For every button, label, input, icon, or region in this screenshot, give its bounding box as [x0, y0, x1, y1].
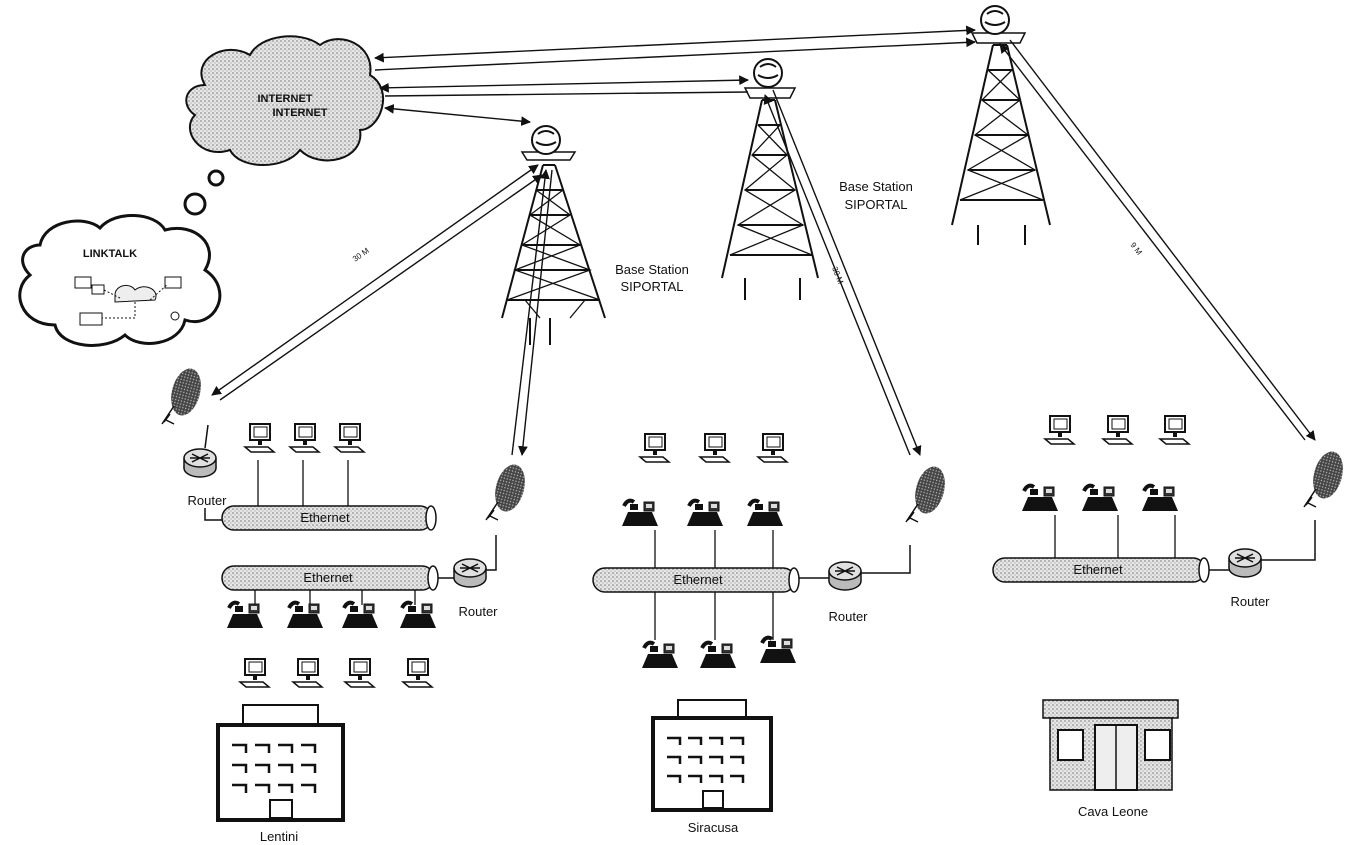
distance-label-cava-leone: 9 M [1128, 241, 1144, 257]
access-links [211, 39, 1316, 456]
base-station-name-2: SIPORTAL [844, 197, 907, 212]
internet-label-1: INTERNET [258, 93, 313, 105]
router-icon [453, 558, 487, 588]
ip-phone-icon [745, 498, 785, 528]
thought-bubble-small [207, 169, 225, 187]
satellite-dish-icon [905, 462, 951, 523]
siracusa-lan: Ethernet [592, 433, 800, 670]
tower-lentini-base-station [501, 125, 606, 345]
distance-label-lentini: 30 M [351, 246, 371, 264]
siracusa-ethernet-label: Ethernet [673, 572, 723, 587]
linktalk-title: LINKTALK [83, 248, 137, 260]
lentini-site-label: Lentini [260, 829, 298, 844]
lentini-building-icon [216, 704, 345, 822]
computer-icon [639, 433, 670, 463]
tower-siracusa-base-station [721, 58, 819, 300]
siracusa-building-icon [651, 699, 773, 812]
computer-icon [244, 423, 275, 453]
cava-leone-ethernet-label: Ethernet [1073, 562, 1123, 577]
satellite-dish-icon [1303, 447, 1347, 508]
computer-icon [1102, 415, 1133, 445]
cava-leone-house-icon [1042, 699, 1179, 791]
router-icon [828, 561, 862, 591]
ip-phone-icon [340, 600, 380, 630]
ip-phone-icon [1020, 483, 1060, 513]
ip-phone-icon [225, 600, 265, 630]
distance-label-siracusa: 30 M [830, 265, 845, 285]
ip-phone-icon [640, 640, 680, 670]
ip-phone-icon [698, 640, 738, 670]
linktalk-laptop-icon [79, 312, 103, 326]
lentini-top-lan: Ethernet [221, 423, 437, 531]
base-station-label-2: Base Station [839, 179, 913, 194]
lentini-ethernet-bottom-label: Ethernet [303, 570, 353, 585]
linktalk-mini-cloud-icon [114, 284, 157, 303]
linktalk-cloud: LINKTALK [18, 214, 222, 347]
computer-icon [344, 658, 375, 688]
base-station-name-1: SIPORTAL [620, 279, 683, 294]
computer-icon [334, 423, 365, 453]
ip-phone-icon [398, 600, 438, 630]
router-icon [183, 448, 217, 478]
linktalk-monitor-icon [74, 276, 92, 289]
lentini-router-top-label: Router [187, 493, 227, 508]
cava-leone-lan: Ethernet [992, 415, 1210, 583]
computer-icon [402, 658, 433, 688]
backhaul-links [374, 25, 976, 127]
ip-phone-icon [285, 600, 325, 630]
satellite-dish-icon [485, 460, 531, 521]
cava-leone-site-label: Cava Leone [1078, 804, 1148, 819]
cava-leone-router-label: Router [1230, 594, 1270, 609]
ip-phone-icon [620, 498, 660, 528]
linktalk-monitor-icon [91, 284, 105, 295]
computer-icon [699, 433, 730, 463]
base-station-label-1: Base Station [615, 262, 689, 277]
computer-icon [289, 423, 320, 453]
linktalk-monitor-icon [164, 276, 182, 289]
thought-bubble-large [183, 192, 207, 216]
lentini-router-bottom-label: Router [458, 604, 498, 619]
internet-label-2: INTERNET [273, 107, 328, 119]
computer-icon [1044, 415, 1075, 445]
router-icon [1228, 548, 1262, 578]
ip-phone-icon [758, 635, 798, 665]
computer-icon [757, 433, 788, 463]
siracusa-router-label: Router [828, 609, 868, 624]
lentini-ethernet-top-label: Ethernet [300, 510, 350, 525]
satellite-dish-icon [161, 364, 207, 425]
internet-cloud: INTERNET INTERNET [185, 35, 385, 166]
lentini-bottom-lan: Ethernet [221, 565, 439, 688]
computer-icon [239, 658, 270, 688]
computer-icon [1159, 415, 1190, 445]
ip-phone-icon [1140, 483, 1180, 513]
siracusa-site-label: Siracusa [688, 820, 739, 835]
ip-phone-icon [685, 498, 725, 528]
ip-phone-icon [1080, 483, 1120, 513]
computer-icon [292, 658, 323, 688]
